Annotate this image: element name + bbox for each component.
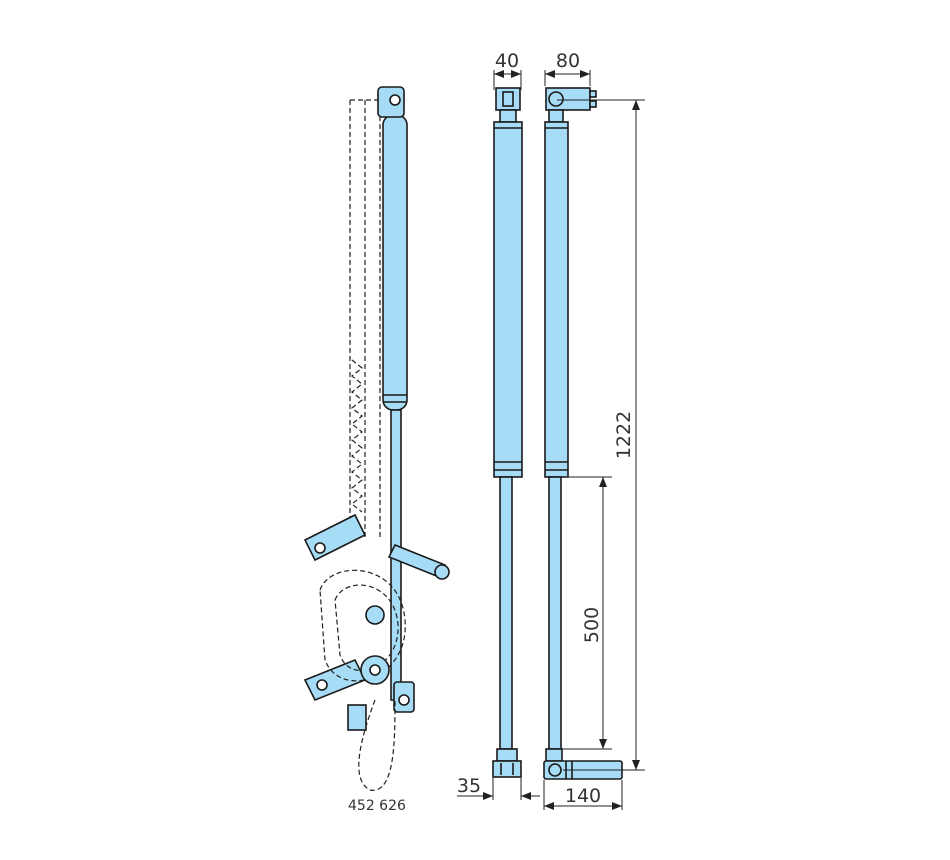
side-view [492, 87, 523, 778]
product-number: 452 626 [348, 798, 406, 814]
front-view [543, 87, 623, 780]
dim-foot-front: 140 [565, 785, 601, 807]
dim-stroke: 500 [581, 607, 603, 643]
dimension-lines [457, 70, 645, 810]
dim-total-height: 1222 [613, 411, 635, 459]
dim-foot-side: 35 [457, 775, 481, 797]
dim-width-front: 80 [556, 50, 580, 72]
isometric-view: 452 626 [303, 86, 450, 814]
dim-width-side: 40 [495, 50, 519, 72]
